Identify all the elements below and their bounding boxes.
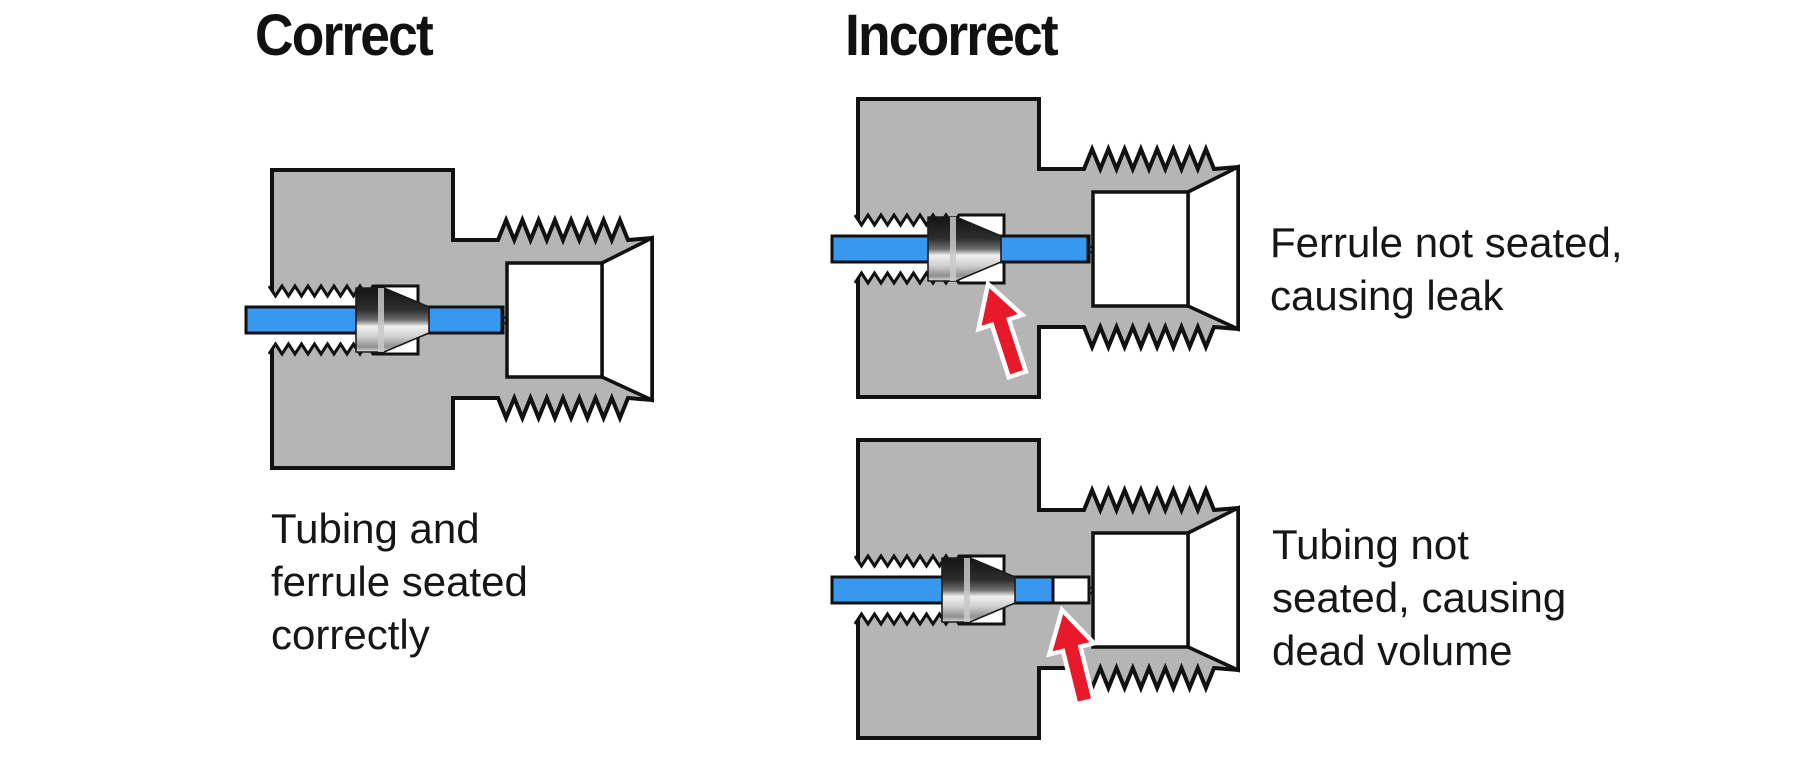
attention-arrow [1046,605,1099,708]
caption-line: ferrule seated [271,558,528,605]
fitting-cross-section [830,438,1240,740]
ferrule [941,557,1016,623]
ferrule-seam [950,217,956,281]
ferrule-seam [964,558,970,622]
fitting-cross-section [244,168,654,470]
caption-line: dead volume [1272,627,1513,674]
port-bore [1091,531,1190,649]
caption-line: Tubing and [271,505,480,552]
fitting-diagram-ferrule-not-seated [828,94,1243,404]
heading-correct: Correct [255,3,434,68]
fitting-diagram-tubing-not-seated [828,435,1243,745]
heading-incorrect: Incorrect [845,3,1059,68]
caption-ferrule-not-seated: Ferrule not seated, causing leak [1270,216,1623,322]
caption-line: causing leak [1270,272,1504,319]
caption-line: correctly [271,611,430,658]
port-bore [1091,190,1190,308]
caption-correct: Tubing and ferrule seated correctly [271,502,528,661]
ferrule [927,216,1002,282]
caption-line: Tubing not [1272,521,1469,568]
caption-tubing-not-seated: Tubing not seated, causing dead volume [1272,518,1566,677]
fitting-diagram-correct [242,165,657,475]
port-flare [1186,164,1240,332]
ferrule-seam [378,288,384,352]
fitting-cross-section [830,97,1240,399]
attention-arrow [975,279,1029,380]
port-bore [505,261,604,379]
caption-line: Ferrule not seated, [1270,219,1623,266]
ferrule [355,287,430,353]
caption-line: seated, causing [1272,574,1567,621]
port-flare [1186,505,1240,673]
port-flare [600,235,654,403]
